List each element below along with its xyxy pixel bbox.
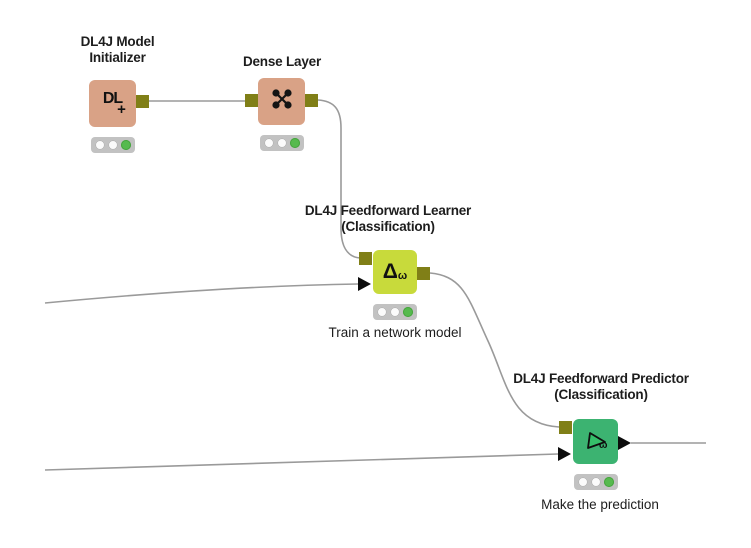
node-body-predictor[interactable]: ω bbox=[573, 419, 618, 464]
status-dot bbox=[403, 307, 413, 317]
connection-left-to-predictor-data[interactable] bbox=[44, 453, 559, 471]
node-label-learner: DL4J Feedforward Learner (Classification… bbox=[288, 203, 488, 235]
dense-layer-output-port[interactable] bbox=[305, 94, 318, 107]
node-body-model-initializer[interactable]: DL + bbox=[89, 80, 136, 127]
label-line1: Dense Layer bbox=[242, 54, 322, 69]
plus-icon: + bbox=[117, 100, 126, 118]
label-line2: (Classification) bbox=[554, 387, 648, 402]
label-line2: (Classification) bbox=[341, 219, 435, 234]
predictor-model-input-port[interactable] bbox=[559, 421, 572, 434]
status-dot bbox=[377, 307, 387, 317]
status-dot bbox=[95, 140, 105, 150]
learner-output-port[interactable] bbox=[417, 267, 430, 280]
dl-icon-text: DL bbox=[102, 89, 123, 107]
learner-data-input-port[interactable] bbox=[358, 277, 371, 291]
connection-learner-to-predictor-model[interactable] bbox=[429, 272, 560, 428]
dense-layer-status-light bbox=[260, 135, 304, 151]
predictor-play-omega-icon: ω bbox=[581, 424, 611, 459]
predictor-data-input-port[interactable] bbox=[558, 447, 571, 461]
label-line2: Initializer bbox=[89, 50, 146, 65]
status-dot bbox=[108, 140, 118, 150]
predictor-output-port[interactable] bbox=[618, 436, 631, 450]
node-label-predictor: DL4J Feedforward Predictor (Classificati… bbox=[495, 371, 707, 403]
model-initializer-output-port[interactable] bbox=[136, 95, 149, 108]
delta-glyph: Δ bbox=[382, 260, 398, 283]
status-dot bbox=[390, 307, 400, 317]
connection-left-to-learner-data[interactable] bbox=[44, 283, 359, 304]
node-label-model-initializer: DL4J Model Initializer bbox=[30, 34, 205, 66]
status-dot bbox=[591, 477, 601, 487]
learner-model-input-port[interactable] bbox=[359, 252, 372, 265]
connection-dense-to-learner-model[interactable] bbox=[317, 99, 361, 259]
status-dot bbox=[121, 140, 131, 150]
learner-caption: Train a network model bbox=[328, 325, 462, 340]
dl-plus-icon: DL + bbox=[99, 89, 126, 118]
omega-glyph: ω bbox=[397, 270, 408, 282]
node-body-learner[interactable]: Δ ω bbox=[373, 250, 417, 294]
label-line1: DL4J Feedforward Learner bbox=[304, 203, 472, 218]
predictor-status-light bbox=[574, 474, 618, 490]
label-line1: DL4J Feedforward Predictor bbox=[513, 371, 689, 386]
node-label-dense-layer: Dense Layer bbox=[212, 54, 352, 70]
status-dot bbox=[578, 477, 588, 487]
predictor-caption: Make the prediction bbox=[541, 497, 659, 512]
dense-layer-input-port[interactable] bbox=[245, 94, 258, 107]
status-dot bbox=[604, 477, 614, 487]
learner-status-light bbox=[373, 304, 417, 320]
node-body-dense-layer[interactable] bbox=[258, 78, 305, 125]
model-initializer-status-light bbox=[91, 137, 135, 153]
status-dot bbox=[277, 138, 287, 148]
label-line1: DL4J Model bbox=[80, 34, 155, 49]
status-dot bbox=[290, 138, 300, 148]
svg-text:ω: ω bbox=[599, 440, 608, 451]
status-dot bbox=[264, 138, 274, 148]
delta-omega-icon: Δ ω bbox=[382, 260, 408, 283]
dense-network-icon bbox=[267, 84, 297, 119]
